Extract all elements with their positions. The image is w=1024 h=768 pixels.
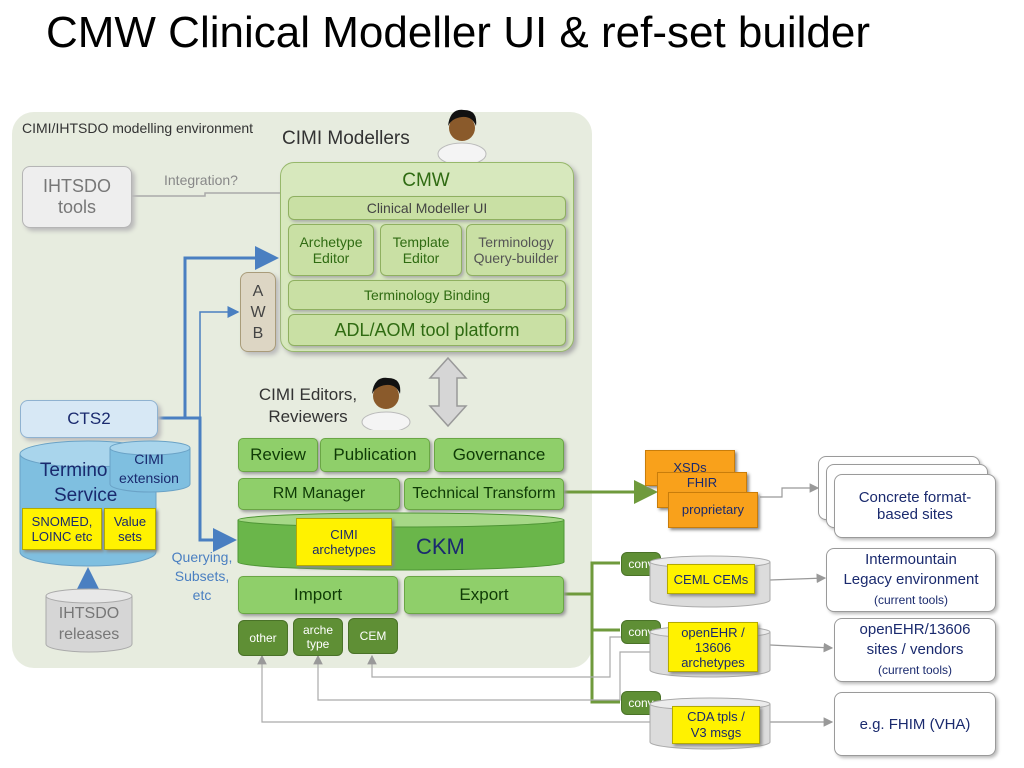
- intermountain-line3: (current tools): [873, 593, 949, 607]
- adl-aom-platform-bar: ADL/AOM tool platform: [288, 314, 566, 346]
- ihtsdo-tools-line1: IHTSDO: [42, 176, 111, 196]
- openehr-site-line3: (current tools): [877, 663, 953, 677]
- querying-line3: etc: [192, 587, 212, 603]
- fhim-box: e.g. FHIM (VHA): [834, 692, 996, 756]
- openehr-site-line1: openEHR/13606: [859, 621, 971, 638]
- ckm-label: CKM: [416, 534, 465, 559]
- intermountain-box: Intermountain Legacy environment (curren…: [826, 548, 996, 612]
- cimi-modellers-label: CIMI Modellers: [282, 128, 410, 149]
- cda-line2: V3 msgs: [690, 725, 742, 740]
- releases-line2: releases: [58, 626, 120, 643]
- cts2-box: CTS2: [20, 400, 158, 438]
- archetypes-line1: CIMI: [330, 527, 358, 542]
- ihtsdo-releases-label: IHTSDO releases: [44, 603, 134, 645]
- awb-letter-a: A: [252, 282, 264, 300]
- governance-button[interactable]: Governance: [434, 438, 564, 472]
- page-title: CMW Clinical Modeller UI & ref-set build…: [46, 8, 870, 57]
- valuesets-line1: Value: [113, 514, 147, 529]
- ihtsdo-releases-cylinder: [45, 588, 133, 653]
- concrete-line1: Concrete format-: [858, 489, 972, 506]
- concrete-sites-box: Concrete format- based sites: [834, 474, 996, 538]
- editors-line2: Reviewers: [268, 407, 348, 426]
- archetypes-line2: archetypes: [312, 542, 376, 557]
- termino-line2: Service: [54, 485, 118, 506]
- template-editor-line1: Template: [392, 234, 450, 250]
- cmw-title: CMW: [402, 170, 450, 191]
- cda-line1: CDA tpls /: [687, 709, 745, 724]
- awb-letter-w: W: [250, 303, 266, 321]
- environment-label: CIMI/IHTSDO modelling environment: [22, 120, 254, 136]
- intermountain-line1: Intermountain: [865, 551, 957, 568]
- snomed-loinc-note: SNOMED, LOINC etc: [22, 508, 102, 550]
- awb-letter-b: B: [252, 324, 264, 342]
- archetype-editor-line1: Archetype: [299, 234, 363, 250]
- archetype-line1: arche: [302, 623, 334, 637]
- archetype-line2: type: [306, 637, 330, 651]
- ckm-cylinder: [237, 512, 565, 571]
- termino-line1: Termino: [39, 460, 108, 481]
- proprietary-note: proprietary: [668, 492, 758, 528]
- xsds-label: XSDs: [673, 460, 707, 475]
- snomed-line1: SNOMED,: [31, 514, 93, 529]
- publication-button[interactable]: Publication: [320, 438, 430, 472]
- termino-service-label: Termino Service: [30, 458, 117, 508]
- querying-label: Querying, Subsets, etc: [162, 548, 242, 605]
- cda-v3-note: CDA tpls / V3 msgs: [672, 706, 760, 744]
- ceml-cems-note: CEML CEMs: [667, 564, 755, 594]
- cimi-extension-label: CIMI extension: [112, 450, 186, 488]
- terminology-qb-line2: Query-builder: [473, 250, 559, 266]
- fhir-label: FHIR: [686, 475, 718, 490]
- rm-manager-button[interactable]: RM Manager: [238, 478, 400, 510]
- openehr-site-line2: sites / vendors: [866, 641, 964, 658]
- terminology-qb-line1: Terminology: [478, 234, 554, 250]
- openehr-note-line3: archetypes: [681, 654, 745, 670]
- extension-line1: CIMI: [134, 451, 164, 467]
- awb-box: A W B: [240, 272, 276, 352]
- import-archetype-button[interactable]: arche type: [293, 618, 343, 656]
- person-icon: [437, 109, 487, 162]
- archetype-editor-box[interactable]: Archetype Editor: [288, 224, 374, 276]
- snomed-line2: LOINC etc: [31, 529, 93, 544]
- import-other-button[interactable]: other: [238, 620, 288, 656]
- archetype-editor-line2: Editor: [312, 250, 350, 266]
- intermountain-line2: Legacy environment: [843, 571, 979, 588]
- valuesets-line2: sets: [118, 529, 142, 544]
- ihtsdo-tools-box: IHTSDO tools: [22, 166, 132, 228]
- editors-line1: CIMI Editors,: [258, 385, 358, 404]
- template-editor-box[interactable]: Template Editor: [380, 224, 462, 276]
- extension-line2: extension: [119, 470, 179, 486]
- querying-line2: Subsets,: [174, 568, 230, 584]
- openehr-archetypes-note: openEHR / 13606 archetypes: [668, 622, 758, 672]
- openehr-sites-box: openEHR/13606 sites / vendors (current t…: [834, 618, 996, 682]
- terminology-query-builder-box[interactable]: Terminology Query-builder: [466, 224, 566, 276]
- terminology-binding-bar[interactable]: Terminology Binding: [288, 280, 566, 310]
- import-cem-button[interactable]: CEM: [348, 618, 398, 654]
- ihtsdo-tools-line2: tools: [57, 197, 97, 217]
- person-icon: [361, 377, 411, 430]
- cimi-archetypes-note: CIMI archetypes: [296, 518, 392, 566]
- openehr-note-line1: openEHR /: [681, 624, 745, 640]
- concrete-line2: based sites: [877, 506, 953, 523]
- querying-line1: Querying,: [171, 549, 233, 565]
- clinical-modeller-ui-bar: Clinical Modeller UI: [288, 196, 566, 220]
- integration-label: Integration?: [164, 172, 238, 188]
- template-editor-line2: Editor: [402, 250, 440, 266]
- cimi-editors-label: CIMI Editors, Reviewers: [252, 384, 364, 428]
- export-button[interactable]: Export: [404, 576, 564, 614]
- releases-line1: IHTSDO: [58, 605, 120, 622]
- value-sets-note: Value sets: [104, 508, 156, 550]
- import-button[interactable]: Import: [238, 576, 398, 614]
- review-button[interactable]: Review: [238, 438, 318, 472]
- proprietary-label: proprietary: [681, 502, 745, 517]
- openehr-note-line2: 13606: [694, 639, 732, 655]
- technical-transform-button[interactable]: Technical Transform: [404, 478, 564, 510]
